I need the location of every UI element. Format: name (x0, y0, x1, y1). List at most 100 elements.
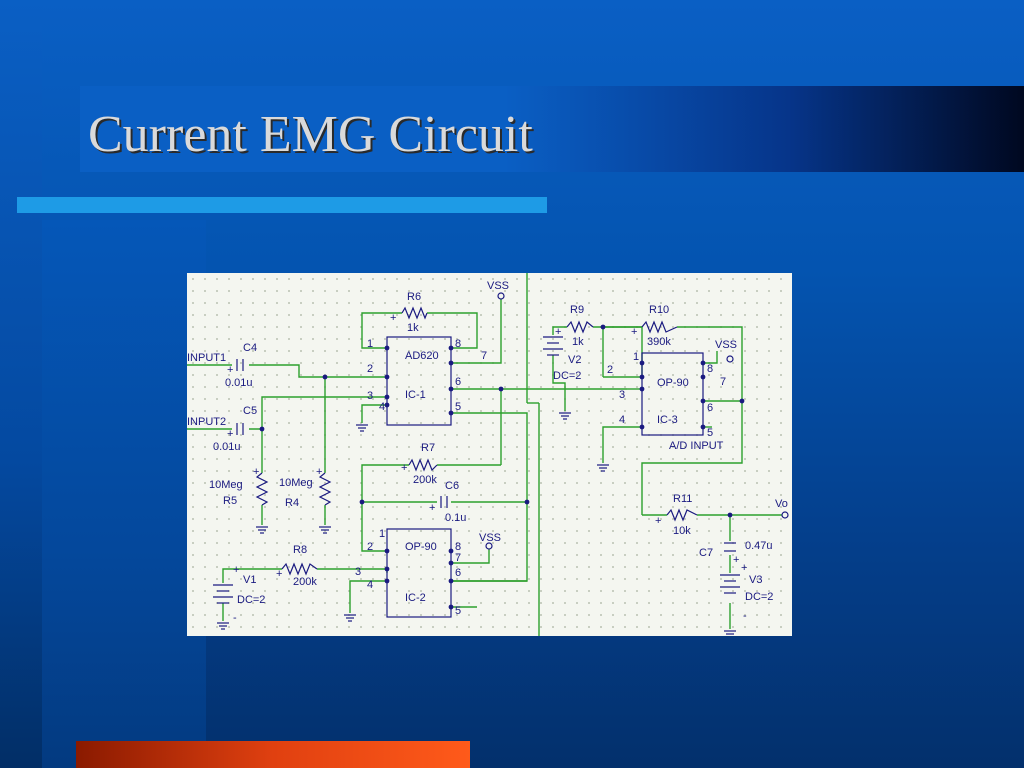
polarity-plus: + (233, 564, 239, 576)
ic2-pin: 7 (455, 552, 461, 564)
schematic-labels: VSS R6 1k INPUT1 C4 0.01u INPUT2 C5 0.01… (187, 280, 788, 624)
wire (552, 326, 567, 335)
ic2-pin: 4 (367, 579, 373, 591)
polarity-plus: + (401, 462, 407, 474)
wire (249, 364, 325, 378)
polarity-plus: + (429, 502, 435, 514)
c6-label: C6 (445, 480, 459, 492)
resistor-r9 (566, 320, 594, 334)
ic1-label: IC-1 (405, 389, 426, 401)
ic1-pin: 2 (367, 363, 373, 375)
ground-symbol (559, 412, 571, 420)
c5-label: C5 (243, 405, 257, 417)
wire (317, 568, 388, 573)
polarity-minus: - (743, 610, 747, 622)
r9-value: 1k (572, 336, 584, 348)
r8-label: R8 (293, 544, 307, 556)
ic3-pin: 7 (720, 376, 726, 388)
r5-value: 10Meg (209, 479, 243, 491)
polarity-plus: + (741, 562, 747, 574)
polarity-plus: + (276, 568, 282, 580)
wire (451, 299, 502, 364)
vss-terminal (497, 292, 505, 300)
vss-ic2-label: VSS (479, 532, 501, 544)
ic2-pin: 2 (367, 541, 373, 553)
junction-dots (259, 324, 745, 610)
vss-label: VSS (487, 280, 509, 292)
ic1-body (386, 336, 452, 426)
ic3-pin: 6 (707, 402, 713, 414)
wire (427, 312, 478, 349)
vss-terminal (485, 542, 493, 550)
input2-label: INPUT2 (187, 416, 226, 428)
c7-label: C7 (699, 547, 713, 559)
r8-value: 200k (293, 576, 317, 588)
ground-symbol (344, 614, 356, 622)
vo-terminal (781, 511, 789, 519)
r11-label: R11 (673, 493, 692, 505)
r10-value: 390k (647, 336, 671, 348)
ic2-pin: 1 (379, 528, 385, 540)
ic2-body (386, 528, 452, 618)
r6-value: 1k (407, 322, 419, 334)
ic1-pin: 5 (455, 401, 461, 413)
ic2-pin: 3 (355, 566, 361, 578)
resistor-r7 (408, 458, 438, 472)
c4-value: 0.01u (225, 377, 253, 389)
ground-symbol (217, 622, 229, 630)
ground-symbol (256, 526, 268, 534)
ic3-pin: 4 (619, 414, 625, 426)
ad620-label: AD620 (405, 350, 439, 362)
title-underline-bar (17, 197, 547, 213)
ic2-pin: 8 (455, 541, 461, 553)
ic3-pin: 5 (707, 427, 713, 439)
wire (361, 312, 402, 349)
polarity-plus: + (733, 554, 739, 566)
ic3-body (641, 352, 704, 436)
emg-circuit-schematic: VSS R6 1k INPUT1 C4 0.01u INPUT2 C5 0.01… (187, 273, 792, 636)
polarity-plus: + (655, 515, 661, 527)
ic3-pin: 1 (633, 351, 639, 363)
ground-symbol (724, 630, 736, 635)
wire (641, 326, 743, 515)
wires (187, 273, 782, 636)
ic3-pin: 3 (619, 389, 625, 401)
ground-symbol (356, 424, 368, 432)
bottom-accent-bar (76, 741, 470, 768)
r11-value: 10k (673, 525, 691, 537)
polarity-plus: + (555, 326, 561, 338)
ic3-opamp-label: OP-90 (657, 377, 689, 389)
ic2-pin: 6 (455, 567, 461, 579)
v2-label: V2 (568, 354, 581, 366)
ground-symbol (319, 526, 331, 534)
components (213, 292, 789, 635)
ic1-pin: 4 (379, 401, 385, 413)
c7-value: 0.47u (745, 540, 773, 552)
r5-label: R5 (223, 495, 237, 507)
vss-terminal (726, 355, 734, 363)
ic2-label: IC-2 (405, 592, 426, 604)
vo-label: Vo (775, 498, 788, 510)
resistor-r4 (318, 472, 332, 506)
resistor-r8 (281, 562, 318, 576)
ic3-pin: 8 (707, 363, 713, 375)
ic1-pin: 1 (367, 338, 373, 350)
left-accent-column (0, 0, 42, 768)
r4-value: 10Meg (279, 477, 313, 489)
polarity-plus: + (227, 428, 233, 440)
v1-label: V1 (243, 574, 256, 586)
ic1-pin: 6 (455, 376, 461, 388)
v1-dc: DC=2 (237, 594, 265, 606)
r10-label: R10 (649, 304, 669, 316)
ic3-pin: 2 (607, 364, 613, 376)
wire (602, 426, 642, 463)
resistor-r6 (401, 306, 428, 320)
polarity-plus: + (316, 466, 322, 478)
ad-input-label: A/D INPUT (669, 440, 724, 452)
c4-label: C4 (243, 342, 257, 354)
wire (451, 549, 490, 564)
title-band (80, 86, 1024, 172)
ic3-label: IC-3 (657, 414, 678, 426)
polarity-plus: + (253, 466, 259, 478)
wire (361, 404, 387, 423)
